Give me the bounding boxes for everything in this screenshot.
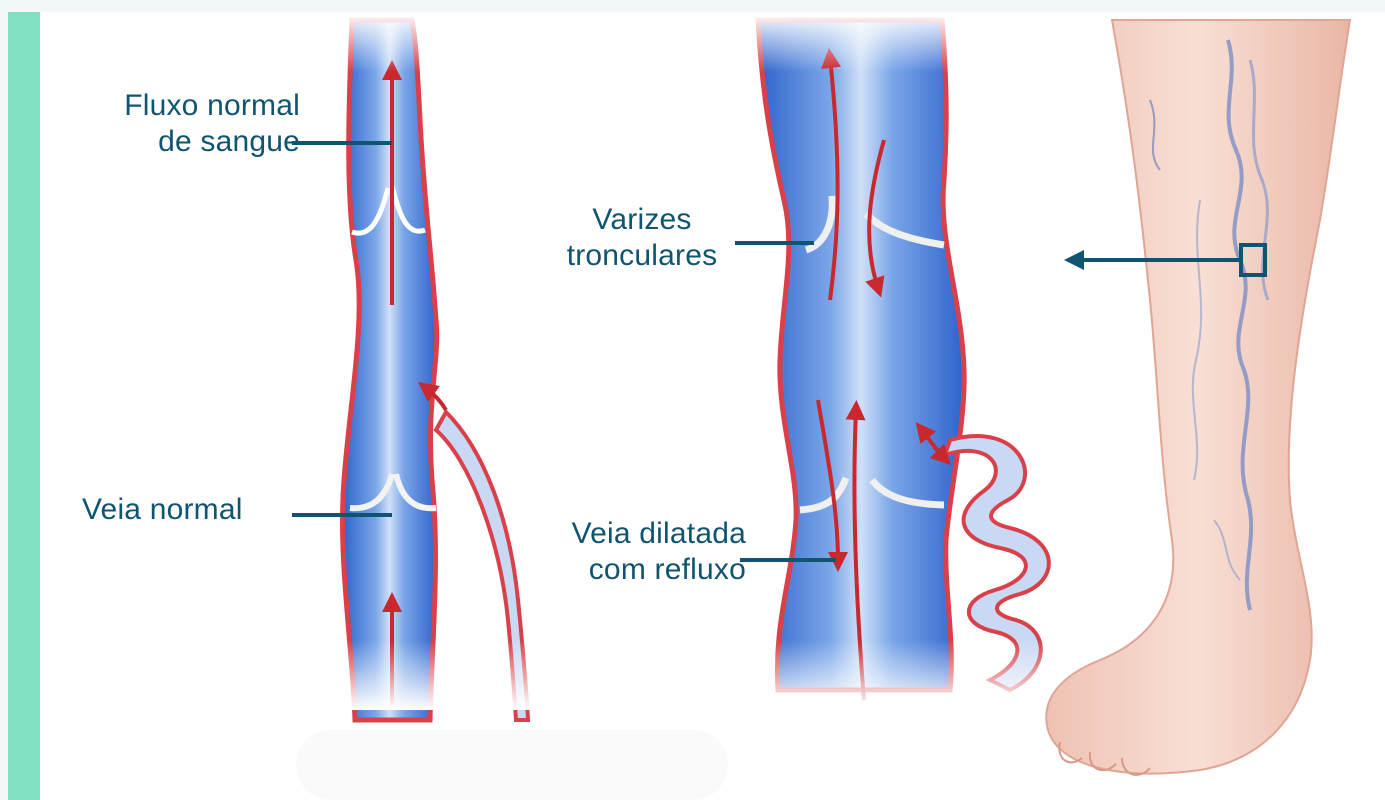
normal-vein xyxy=(343,20,528,720)
label-dilated-line2: com refluxo xyxy=(506,552,746,588)
varicose-vein xyxy=(758,20,1049,700)
label-normal-flow-line2: de sangue xyxy=(60,124,300,160)
label-normal-flow: Fluxo normal de sangue xyxy=(60,88,300,160)
label-varicose-line1: Varizes xyxy=(542,202,742,238)
label-normal-flow-line1: Fluxo normal xyxy=(60,88,300,124)
label-varicose: Varizes tronculares xyxy=(542,202,742,274)
label-normal-vein: Veia normal xyxy=(82,492,243,528)
label-normal-vein-text: Veia normal xyxy=(82,493,243,526)
label-dilated: Veia dilatada com refluxo xyxy=(506,516,746,588)
label-dilated-line1: Veia dilatada xyxy=(506,516,746,552)
label-varicose-line2: tronculares xyxy=(542,238,742,274)
leg-illustration xyxy=(1046,20,1350,775)
